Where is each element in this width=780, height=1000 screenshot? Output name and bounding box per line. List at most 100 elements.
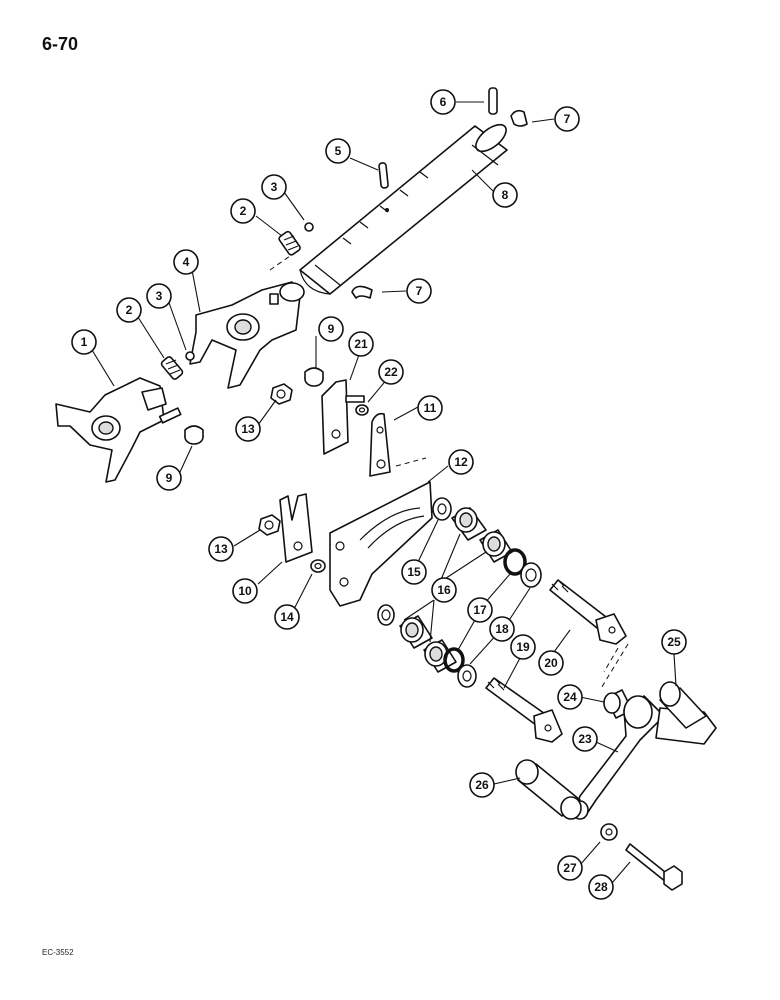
svg-text:24: 24 xyxy=(563,690,577,704)
o-ring-lower xyxy=(443,647,465,673)
callout-2: 2 xyxy=(116,297,142,323)
bushing-upper xyxy=(304,367,324,387)
washer-22 xyxy=(355,404,369,416)
svg-text:13: 13 xyxy=(241,422,255,436)
lever-plate-10 xyxy=(279,493,313,563)
svg-text:9: 9 xyxy=(166,471,173,485)
leader-lines xyxy=(91,101,677,884)
callout-1: 1 xyxy=(71,329,97,355)
callout-22: 22 xyxy=(378,359,404,385)
washer-18-upper xyxy=(520,562,542,588)
bushing-lower xyxy=(184,425,204,445)
needle-bearing-d xyxy=(423,639,457,673)
callout-16: 16 xyxy=(431,577,457,603)
svg-text:2: 2 xyxy=(126,303,133,317)
svg-text:12: 12 xyxy=(454,455,468,469)
callout-6: 6 xyxy=(430,89,456,115)
svg-text:7: 7 xyxy=(564,112,571,126)
svg-text:18: 18 xyxy=(495,622,509,636)
callout-2-upper: 2 xyxy=(230,198,256,224)
splined-shaft-upper xyxy=(549,579,629,691)
svg-text:4: 4 xyxy=(183,255,190,269)
callout-17: 17 xyxy=(467,597,493,623)
callout-28: 28 xyxy=(588,874,614,900)
svg-text:2: 2 xyxy=(240,204,247,218)
callout-5: 5 xyxy=(325,138,351,164)
shift-crank-lever xyxy=(571,695,717,820)
svg-text:10: 10 xyxy=(238,584,252,598)
washer-18-lower xyxy=(457,664,477,688)
thrust-washer-lower xyxy=(377,604,395,626)
svg-text:20: 20 xyxy=(544,656,558,670)
retaining-clip-top xyxy=(510,109,528,127)
svg-text:3: 3 xyxy=(156,289,163,303)
lever-plate-11 xyxy=(369,412,391,477)
callout-9: 9 xyxy=(156,465,182,491)
detent-spring-lower xyxy=(160,351,195,380)
callout-21: 21 xyxy=(348,331,374,357)
splined-shaft-lower xyxy=(485,677,563,743)
svg-text:17: 17 xyxy=(473,603,487,617)
callout-13-upper: 13 xyxy=(235,416,261,442)
svg-text:28: 28 xyxy=(594,880,608,894)
figure-code: EC-3552 xyxy=(42,948,74,957)
svg-text:25: 25 xyxy=(667,635,681,649)
callout-15: 15 xyxy=(401,559,427,585)
callout-26: 26 xyxy=(469,772,495,798)
callout-27: 27 xyxy=(557,855,583,881)
svg-text:1: 1 xyxy=(81,335,88,349)
callout-4: 4 xyxy=(173,249,199,275)
svg-text:6: 6 xyxy=(440,95,447,109)
svg-text:27: 27 xyxy=(563,861,577,875)
retaining-clip-middle xyxy=(351,285,373,299)
shift-rail xyxy=(299,123,508,295)
detent-spring-upper xyxy=(269,222,314,271)
thrust-washer-upper xyxy=(432,497,452,521)
o-ring-upper xyxy=(503,548,527,576)
roll-pin-top xyxy=(488,87,498,115)
callout-7: 7 xyxy=(554,106,580,132)
callout-13: 13 xyxy=(208,536,234,562)
callout-9-upper: 9 xyxy=(318,316,344,342)
svg-text:15: 15 xyxy=(407,565,421,579)
callout-20: 20 xyxy=(538,650,564,676)
needle-bearing-b xyxy=(479,529,513,563)
nut-lower xyxy=(258,514,281,536)
callout-14: 14 xyxy=(274,604,300,630)
svg-text:16: 16 xyxy=(437,583,451,597)
svg-text:11: 11 xyxy=(424,401,437,415)
nut-upper xyxy=(270,383,293,405)
callout-11: 11 xyxy=(417,395,443,421)
svg-text:23: 23 xyxy=(578,732,592,746)
washer-27 xyxy=(600,823,618,841)
callout-3-upper: 3 xyxy=(261,174,287,200)
callout-3: 3 xyxy=(146,283,172,309)
svg-text:3: 3 xyxy=(271,180,278,194)
needle-bearing-a xyxy=(451,507,487,541)
callout-24: 24 xyxy=(557,684,583,710)
lever-plate-upper xyxy=(321,379,365,455)
callout-23: 23 xyxy=(572,726,598,752)
svg-text:19: 19 xyxy=(516,640,530,654)
svg-text:21: 21 xyxy=(354,337,368,351)
shift-fork-lower xyxy=(55,377,182,483)
svg-text:13: 13 xyxy=(214,542,228,556)
callout-7-middle: 7 xyxy=(406,278,432,304)
callout-19: 19 xyxy=(510,634,536,660)
svg-text:14: 14 xyxy=(280,610,294,624)
svg-text:7: 7 xyxy=(416,284,423,298)
svg-text:22: 22 xyxy=(384,365,398,379)
callout-10: 10 xyxy=(232,578,258,604)
svg-text:9: 9 xyxy=(328,322,335,336)
washer-14 xyxy=(310,559,326,573)
needle-bearing-c xyxy=(399,615,433,649)
callout-25: 25 xyxy=(661,629,687,655)
svg-text:26: 26 xyxy=(475,778,489,792)
roll-pin-middle xyxy=(378,162,389,189)
callout-8: 8 xyxy=(492,182,518,208)
hex-bolt xyxy=(625,843,683,891)
pivot-sleeve-upper xyxy=(659,681,707,729)
page-number: 6-70 xyxy=(42,34,79,54)
svg-text:8: 8 xyxy=(502,188,509,202)
